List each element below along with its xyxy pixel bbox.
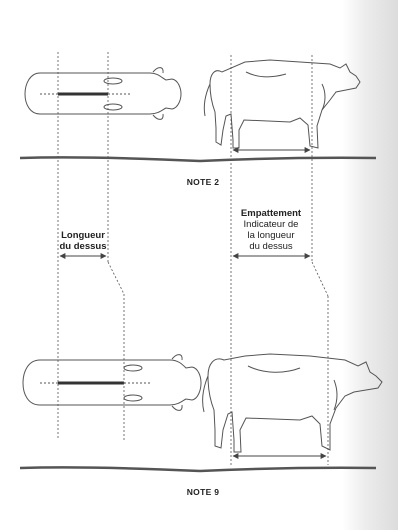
wheelbase-title: Empattement bbox=[226, 208, 316, 219]
wheelbase-line1: Indicateur de bbox=[226, 219, 316, 230]
wheelbase-guides bbox=[231, 55, 328, 465]
side-view-cow-note2 bbox=[204, 60, 360, 148]
topline-length-label: Longueur du dessus bbox=[48, 230, 118, 252]
ground-line-note2 bbox=[20, 157, 376, 161]
wheelbase-line3: du dessus bbox=[226, 241, 316, 252]
note-2-label: NOTE 2 bbox=[178, 177, 228, 188]
topline-label-line2: du dessus bbox=[48, 241, 118, 252]
wheelbase-line2: la longueur bbox=[226, 230, 316, 241]
wheelbase-label: Empattement Indicateur de la longueur du… bbox=[226, 208, 316, 252]
side-view-cow-note9 bbox=[203, 354, 382, 452]
ground-line-note9 bbox=[20, 467, 376, 471]
topline-label-line1: Longueur bbox=[48, 230, 118, 241]
note-9-label: NOTE 9 bbox=[178, 487, 228, 498]
